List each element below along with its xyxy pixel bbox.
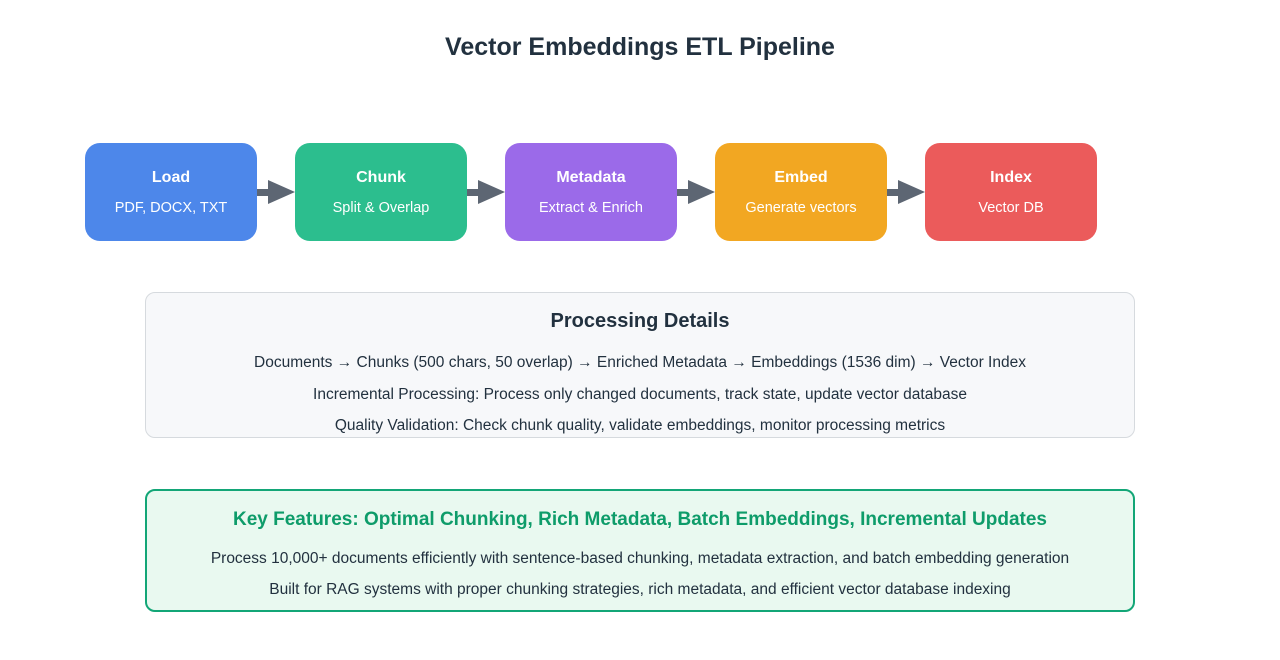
stage-title: Metadata (556, 168, 626, 186)
processing-details-title: Processing Details (550, 310, 730, 332)
page-title: Vector Embeddings ETL Pipeline (445, 33, 835, 61)
arrow-head (898, 180, 925, 204)
arrow-right-icon (467, 180, 505, 204)
pipeline-stage-index: Index Vector DB (925, 143, 1097, 241)
stage-title: Chunk (356, 168, 406, 186)
processing-details-panel: Processing Details Documents → Chunks (5… (145, 292, 1135, 438)
stage-subtitle: Vector DB (978, 199, 1044, 216)
arrow-right-icon (257, 180, 295, 204)
arrow-head (688, 180, 715, 204)
stage-subtitle: PDF, DOCX, TXT (114, 199, 228, 216)
key-features-panel: Key Features: Optimal Chunking, Rich Met… (145, 489, 1135, 612)
pipeline-stage-metadata: Metadata Extract & Enrich (505, 143, 677, 241)
key-features-title: Key Features: Optimal Chunking, Rich Met… (233, 509, 1047, 530)
arrow-stem (887, 188, 898, 196)
key-features-line: Built for RAG systems with proper chunki… (269, 580, 1011, 598)
arrow-stem (467, 188, 478, 196)
arrow-stem (257, 188, 268, 196)
quality-validation-line: Quality Validation: Check chunk quality,… (334, 417, 946, 434)
incremental-processing-line: Incremental Processing: Process only cha… (313, 385, 967, 403)
arrow-head (478, 180, 505, 204)
arrow-stem (677, 188, 688, 196)
stage-title: Load (151, 168, 191, 186)
stage-subtitle: Extract & Enrich (539, 199, 643, 216)
pipeline-stage-chunk: Chunk Split & Overlap (295, 143, 467, 241)
stage-title: Embed (774, 168, 828, 186)
pipeline-stage-load: Load PDF, DOCX, TXT (85, 143, 257, 241)
pipeline-flow: Load PDF, DOCX, TXT Chunk Split & Overla… (0, 143, 1231, 241)
pipeline-stage-embed: Embed Generate vectors (715, 143, 887, 241)
key-features-line: Process 10,000+ documents efficiently wi… (210, 550, 1070, 567)
processing-flow-line: Documents → Chunks (500 chars, 50 overla… (254, 354, 1026, 371)
arrow-right-icon (677, 180, 715, 204)
stage-title: Index (990, 168, 1032, 186)
arrow-head (268, 180, 295, 204)
arrow-right-icon (887, 180, 925, 204)
stage-subtitle: Generate vectors (745, 199, 857, 216)
stage-subtitle: Split & Overlap (332, 199, 430, 216)
